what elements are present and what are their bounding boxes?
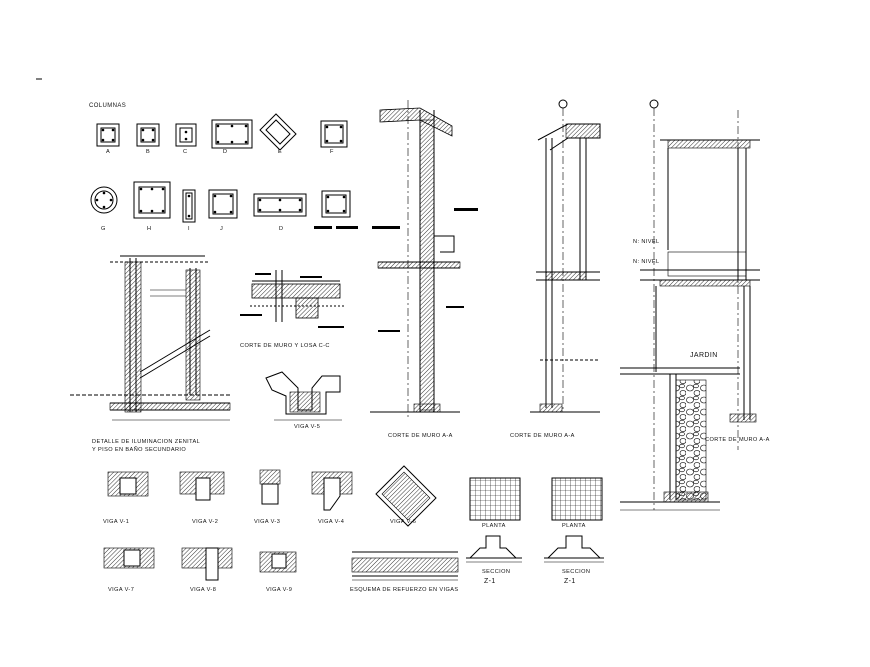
seccion-label-1: SECCION <box>482 569 511 575</box>
nivel-label-2: N: NIVEL <box>633 259 660 265</box>
zapata-z1-right <box>544 477 604 563</box>
viga-v6-title: VIGA V-6 <box>390 519 417 525</box>
corte-cc-drawing <box>250 270 345 322</box>
columnas-row-2 <box>90 181 351 223</box>
zapata-label-2: Z-1 <box>564 578 576 585</box>
column-label-e: E <box>278 149 283 155</box>
viga-v3-title: VIGA V-3 <box>254 519 281 525</box>
corte-aa-1-notes <box>372 208 478 332</box>
zapata-z1-left <box>466 477 522 563</box>
seccion-label-2: SECCION <box>562 569 591 575</box>
column-label-g: G <box>101 226 106 232</box>
columnas-row-1 <box>96 113 348 151</box>
column-label-i: I <box>188 226 190 232</box>
zapata-label-1: Z-1 <box>484 578 496 585</box>
column-label-d2: D <box>279 226 284 232</box>
detalle-title-line2: Y PISO EN BAÑO SECUNDARIO <box>92 447 187 453</box>
vigas-row-2 <box>103 547 297 581</box>
column-label-h: H <box>147 226 152 232</box>
corte-aa-1-title: CORTE DE MURO A-A <box>388 433 453 439</box>
viga-v1-title: VIGA V-1 <box>103 519 130 525</box>
columnas-row-1-bars <box>101 124 343 144</box>
planta-label-2: PLANTA <box>562 523 586 529</box>
corte-cc-title: CORTE DE MURO Y LOSA C-C <box>240 343 330 349</box>
columnas-row-2-bars <box>95 187 358 229</box>
esquema-title: ESQUEMA DE REFUERZO EN VIGAS <box>350 587 459 593</box>
viga-v5-drawing <box>265 371 342 421</box>
column-label-d: D <box>223 149 228 155</box>
planta-label-1: PLANTA <box>482 523 506 529</box>
viga-v4-title: VIGA V-4 <box>318 519 345 525</box>
viga-v7-title: VIGA V-7 <box>108 587 135 593</box>
viga-v8-title: VIGA V-8 <box>190 587 217 593</box>
vigas-row-1 <box>107 465 437 527</box>
jardin-label: JARDIN <box>690 352 718 359</box>
column-label-f: F <box>330 149 334 155</box>
esquema-refuerzo-drawing <box>351 551 459 581</box>
detalle-title-line1: DETALLE DE ILUMINACION ZENITAL <box>92 439 201 445</box>
column-label-j: J <box>220 226 224 232</box>
viga-v5-title: VIGA V-5 <box>294 424 321 430</box>
columnas-title: COLUMNAS <box>89 103 127 109</box>
nivel-label-1: N: NIVEL <box>633 239 660 245</box>
corte-aa-2-drawing <box>530 99 601 413</box>
corte-aa-3-drawing <box>620 99 760 511</box>
corte-aa-2-title: CORTE DE MURO A-A <box>510 433 575 439</box>
column-label-c: C <box>183 149 188 155</box>
corte-cc-labels-blocks <box>240 273 344 328</box>
viga-v2-title: VIGA V-2 <box>192 519 219 525</box>
detalle-zenital-drawing <box>70 255 231 421</box>
corte-aa-3-title: CORTE DE MURO A-A <box>705 437 770 443</box>
column-label-b: B <box>146 149 151 155</box>
column-label-a: A <box>106 149 111 155</box>
viga-v9-title: VIGA V-9 <box>266 587 293 593</box>
corte-aa-1-drawing <box>370 100 461 420</box>
